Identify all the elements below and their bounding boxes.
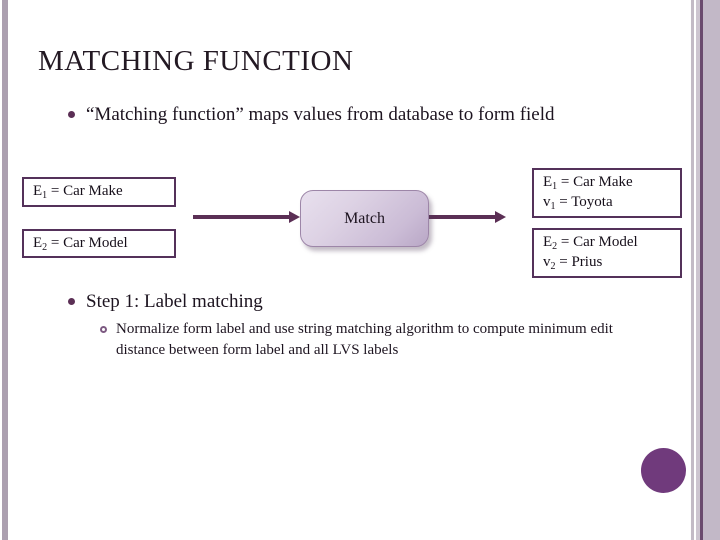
output-box-e1: E1 = Car Make v1 = Toyota [532, 168, 682, 218]
output-box-e1-subscript: 1 [552, 181, 558, 192]
input-box-e1-line: E1 = Car Make [33, 182, 174, 202]
bullet-item-1-label: “Matching function” maps values from dat… [86, 104, 555, 125]
arrow-match-to-output-icon [429, 211, 506, 223]
output-box-e1-line-1: E1 = Car Make [543, 173, 680, 193]
hollow-circle-bullet-icon [100, 326, 107, 333]
bullet-item-3-label: Normalize form label and use string matc… [116, 321, 613, 358]
output-box-v1-subscript: 1 [550, 201, 556, 212]
input-box-e2-line: E2 = Car Model [33, 234, 174, 254]
arrow-input-to-match-icon [193, 211, 300, 223]
output-box-e2-subscript: 2 [552, 241, 558, 252]
left-border-stripe [2, 0, 8, 540]
input-box-e1-symbol: E [33, 183, 43, 199]
output-box-e2-line-2: v2 = Prius [543, 253, 680, 273]
output-box-e1-entity: = Car Make [557, 174, 633, 190]
output-box-v1-value: = Toyota [555, 194, 613, 210]
output-box-v2-subscript: 2 [550, 261, 556, 272]
output-box-e2-entity: = Car Model [557, 234, 638, 250]
output-box-e2: E2 = Car Model v2 = Prius [532, 228, 682, 278]
input-box-e2-symbol: E [33, 234, 43, 251]
match-process-node-label: Match [344, 209, 385, 227]
bullet-item-1: “Matching function” maps values from dat… [68, 102, 628, 127]
filled-disc-bullet-icon [68, 111, 75, 118]
filled-disc-bullet-icon [68, 298, 75, 305]
input-box-e2: E2 = Car Model [22, 229, 176, 258]
input-box-e2-value: = Car Model [47, 234, 128, 251]
output-box-e2-symbol: E [543, 234, 553, 250]
right-border-thin-stripe [691, 0, 694, 540]
output-box-v2-value: = Prius [555, 254, 603, 270]
input-box-e1-subscript: 1 [42, 190, 48, 201]
output-box-e2-line-1: E2 = Car Model [543, 233, 680, 253]
input-box-e1-value: = Car Make [47, 183, 123, 199]
input-box-e1: E1 = Car Make [22, 177, 176, 207]
match-process-node: Match [300, 190, 429, 247]
right-border-wide-stripe [703, 0, 720, 540]
output-box-v2-symbol: v [543, 254, 551, 270]
right-border-dark-stripe [700, 0, 703, 540]
decorative-circle [641, 448, 686, 493]
bullet-item-2-label: Step 1: Label matching [86, 291, 263, 312]
bullet-item-3: Normalize form label and use string matc… [100, 319, 630, 361]
output-box-e1-line-2: v1 = Toyota [543, 193, 680, 213]
input-box-e2-subscript: 2 [42, 241, 48, 253]
right-border-pale-stripe [696, 0, 700, 540]
output-box-v1-symbol: v [543, 194, 551, 210]
bullet-item-2: Step 1: Label matching [68, 289, 628, 314]
slide-title: MATCHING FUNCTION [38, 45, 354, 77]
output-box-e1-symbol: E [543, 174, 553, 190]
